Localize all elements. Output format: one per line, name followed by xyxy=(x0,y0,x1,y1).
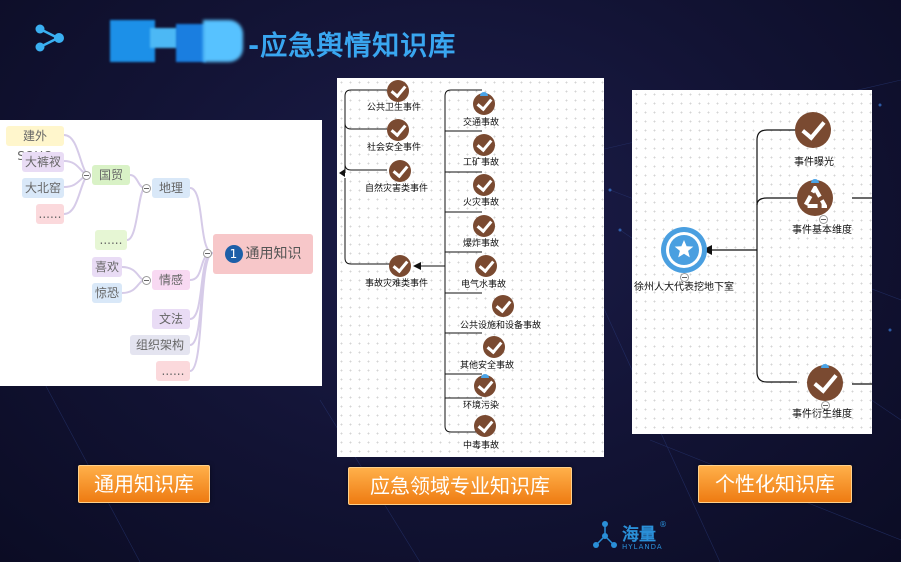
node-cap xyxy=(811,179,819,183)
personal-root-label: 徐州人大代表挖地下室 xyxy=(634,282,734,293)
tree-node-label: 工矿事故 xyxy=(463,158,500,168)
tree-node-label: 公共设施和设备事故 xyxy=(460,321,542,331)
collapse-icon[interactable] xyxy=(819,215,828,224)
emergency-tree-connectors xyxy=(339,89,482,433)
tree-node-label: 事件曝光 xyxy=(794,157,834,168)
collapse-icon[interactable] xyxy=(82,171,91,180)
collapse-icon[interactable] xyxy=(821,401,830,410)
personal-tree-connectors xyxy=(702,129,872,385)
hylanda-logo: 海量 ® HYLANDA xyxy=(592,520,682,556)
personal-knowledge-panel: 徐州人大代表挖地下室 事件曝光 事件基本维度 事件衍生维度 xyxy=(632,90,872,434)
branch-node: 地理 xyxy=(152,178,190,198)
check-icon xyxy=(389,255,411,277)
leaf-node: 大裤衩 xyxy=(22,152,64,172)
general-knowledge-panel: 建外SOHO 大裤衩 大北窑 ...... 国贸 ...... 地理 喜欢 惊恐… xyxy=(0,120,322,386)
personal-knowledge-button[interactable]: 个性化知识库 xyxy=(698,465,852,503)
tree-node-label: 环境污染 xyxy=(463,401,500,411)
tree-node-label: 爆炸事故 xyxy=(463,239,500,249)
tree-root-label: 事故灾难类事件 xyxy=(365,279,429,289)
logo-subtitle: HYLANDA xyxy=(622,543,663,551)
leaf-node: 喜欢 xyxy=(92,257,122,277)
check-icon xyxy=(473,215,495,237)
tree-node-label: 其他安全事故 xyxy=(460,361,515,371)
leaf-node: ...... xyxy=(36,204,64,224)
branch-node: 文法 xyxy=(152,309,190,329)
leaf-node: 大北窑 xyxy=(22,178,64,198)
tree-node-label: 公共卫生事件 xyxy=(367,103,422,113)
tree-node-label: 事件基本维度 xyxy=(792,225,852,236)
share-icon xyxy=(35,24,64,52)
check-icon xyxy=(387,119,409,141)
logo-registered: ® xyxy=(659,520,667,529)
root-node-label: 通用知识 xyxy=(245,246,302,262)
check-icon xyxy=(475,255,497,277)
leaf-node: 惊恐 xyxy=(92,283,122,303)
collapse-icon[interactable] xyxy=(142,184,151,193)
check-icon xyxy=(473,134,495,156)
general-knowledge-button[interactable]: 通用知识库 xyxy=(78,465,210,503)
tree-node-label: 电气水事故 xyxy=(461,280,507,290)
check-icon xyxy=(474,415,496,437)
check-circle-icon xyxy=(807,365,843,401)
check-icon xyxy=(483,336,505,358)
tree-node-label: 事件衍生维度 xyxy=(792,409,852,420)
check-circle-icon xyxy=(795,112,831,148)
emergency-knowledge-button[interactable]: 应急领域专业知识库 xyxy=(348,467,572,505)
leaf-node: 建外SOHO xyxy=(6,126,64,163)
check-icon xyxy=(473,174,495,196)
collapse-icon[interactable] xyxy=(203,249,212,258)
tree-node-label: 中毒事故 xyxy=(463,441,500,451)
leaf-node: ...... xyxy=(95,230,127,250)
check-icon xyxy=(473,93,495,115)
tree-node-label: 交通事故 xyxy=(463,118,500,128)
branch-node: 情感 xyxy=(152,270,190,290)
collapse-icon[interactable] xyxy=(680,273,689,282)
check-icon xyxy=(474,375,496,397)
collapse-icon[interactable] xyxy=(142,276,151,285)
check-icon xyxy=(389,160,411,182)
molecule-icon xyxy=(593,521,617,548)
logo-name: 海量 xyxy=(622,525,656,545)
node-cap xyxy=(481,374,489,378)
check-icon xyxy=(387,80,409,102)
node-cap xyxy=(480,92,488,96)
tree-node-label: 火灾事故 xyxy=(463,198,500,208)
branch-node: 组织架构 xyxy=(130,335,190,355)
branch-node: ...... xyxy=(156,361,190,381)
emergency-knowledge-panel: 公共卫生事件 社会安全事件 自然灾害类事件 事故灾难类事件 交通事故 工矿事故 … xyxy=(337,78,604,457)
node-cap xyxy=(821,364,829,368)
tree-node-label: 自然灾害类事件 xyxy=(365,184,429,194)
branch-node: 国贸 xyxy=(92,165,130,185)
tree-node-label: 社会安全事件 xyxy=(367,143,422,153)
page-title: -应急舆情知识库 xyxy=(248,31,457,62)
check-icon xyxy=(492,295,514,317)
star-icon xyxy=(661,227,707,273)
recycle-icon xyxy=(797,180,833,216)
root-number-badge: 1 xyxy=(224,245,243,263)
